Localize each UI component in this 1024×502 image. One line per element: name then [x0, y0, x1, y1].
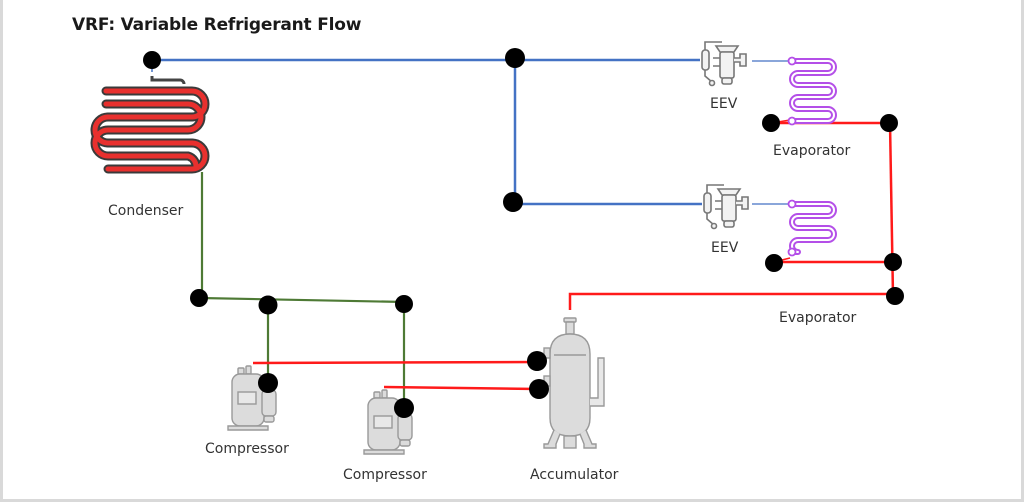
compressor-icon	[227, 365, 277, 431]
liquid-lines	[151, 58, 792, 206]
junction-evap1-out	[762, 114, 780, 132]
expansion-valve-icon	[701, 41, 747, 87]
eev-2-label: EEV	[711, 240, 739, 256]
condenser-label: Condenser	[108, 203, 184, 219]
suction-line-acc-to-comp1	[252, 360, 539, 365]
junction-comp2-port	[394, 398, 414, 418]
compressor-1-label: Compressor	[205, 441, 289, 457]
expansion-valve-icon	[703, 184, 749, 230]
junction-accumulator-in-2	[529, 379, 549, 399]
eev-1-label: EEV	[710, 96, 738, 112]
junction-discharge-comp2	[395, 295, 413, 313]
discharge-line-header	[199, 296, 406, 304]
condenser-coil-icon	[90, 76, 210, 174]
junction-discharge-header	[190, 289, 208, 307]
junction-condenser-in	[143, 51, 161, 69]
diagram-title: VRF: Variable Refrigerant Flow	[72, 15, 362, 35]
junction-evap1-riser	[880, 114, 898, 132]
accumulator-icon	[543, 317, 605, 449]
junction-suction-main	[886, 287, 904, 305]
accumulator-label: Accumulator	[530, 467, 619, 483]
junction-evap2-riser	[884, 253, 902, 271]
evaporator-2-label: Evaporator	[779, 310, 857, 326]
junction-liquid-split	[505, 48, 525, 68]
suction-line-acc-to-comp2	[383, 385, 539, 391]
evaporator-coil-icon	[787, 199, 837, 257]
junction-liquid-branch-2	[503, 192, 523, 212]
junctions	[143, 48, 904, 418]
compressor-2-label: Compressor	[343, 467, 427, 483]
junction-accumulator-in-1	[527, 351, 547, 371]
junction-discharge-comp1	[258, 295, 278, 315]
junction-evap2-out	[765, 254, 783, 272]
evaporator-coil-icon	[787, 56, 837, 126]
junction-comp1-port	[258, 373, 278, 393]
discharge-lines	[199, 172, 406, 406]
compressor-icon	[363, 389, 413, 455]
suction-line-to-accumulator	[568, 292, 893, 310]
evaporator-1-label: Evaporator	[773, 143, 851, 159]
